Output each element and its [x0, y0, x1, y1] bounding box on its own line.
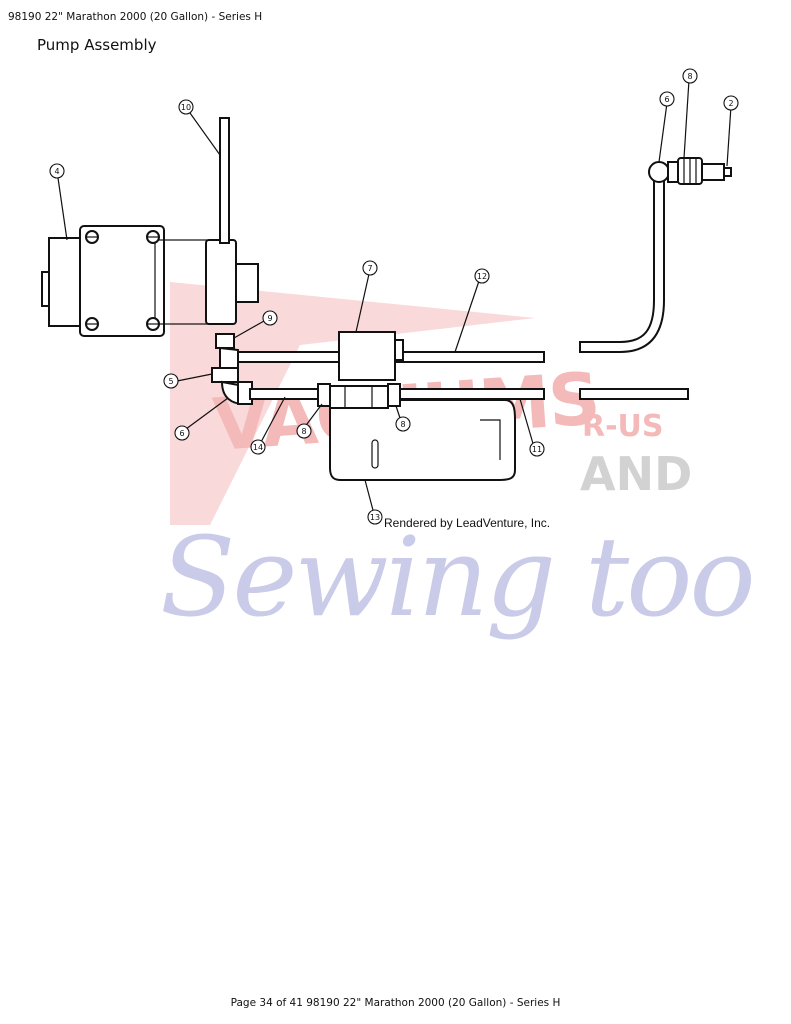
callout-number: 11	[532, 445, 542, 454]
callout: 7	[362, 260, 378, 276]
watermark-red-swoosh	[170, 282, 535, 525]
callout-number: 9	[267, 314, 272, 323]
mounting-rod	[219, 117, 230, 244]
callout-number: 13	[370, 513, 380, 522]
pump-motor	[41, 225, 259, 337]
callout: 10	[178, 99, 194, 115]
callout-number: 6	[664, 95, 669, 104]
tee-fittings	[317, 383, 401, 409]
leader-lines	[57, 79, 732, 515]
callout: 5	[163, 373, 179, 389]
callout: 12	[474, 268, 490, 284]
render-credit: Rendered by LeadVenture, Inc.	[384, 516, 550, 530]
callout: 14	[250, 439, 266, 455]
watermark-word-rus: R-US	[582, 409, 664, 444]
valve-block	[338, 331, 404, 381]
pump-fittings	[211, 333, 253, 406]
callout-number: 10	[181, 103, 191, 112]
quick-connector	[648, 157, 732, 185]
bracket	[329, 399, 516, 481]
callout: 13	[367, 509, 383, 525]
pump-assembly-diagram: VACUUMS R-US AND Sewing too	[41, 68, 756, 641]
callout-number: 2	[728, 99, 733, 108]
callout-number: 6	[179, 429, 184, 438]
callout: 11	[529, 441, 545, 457]
document-header: 98190 22" Marathon 2000 (20 Gallon) - Se…	[8, 11, 263, 23]
callout-number: 14	[253, 443, 263, 452]
callout-number: 4	[54, 167, 59, 176]
callout-number: 12	[477, 272, 487, 281]
callout: 6	[174, 425, 190, 441]
section-title: Pump Assembly	[37, 36, 157, 54]
callout-number: 8	[301, 427, 306, 436]
watermark-word-sewing-too: Sewing too	[160, 513, 753, 641]
callout: 6	[659, 91, 675, 107]
document-footer: Page 34 of 41 98190 22" Marathon 2000 (2…	[230, 997, 561, 1009]
callout: 9	[262, 310, 278, 326]
callout: 4	[49, 163, 65, 179]
callout-number: 5	[168, 377, 173, 386]
watermark-word-and: AND	[580, 447, 692, 501]
callout-number: 8	[400, 420, 405, 429]
callout: 8	[682, 68, 698, 84]
callouts: 10 4 9 7 12 5 6 14	[49, 68, 739, 525]
callout: 8	[395, 416, 411, 432]
callout: 8	[296, 423, 312, 439]
callout: 2	[723, 95, 739, 111]
callout-number: 7	[367, 264, 372, 273]
callout-number: 8	[687, 72, 692, 81]
